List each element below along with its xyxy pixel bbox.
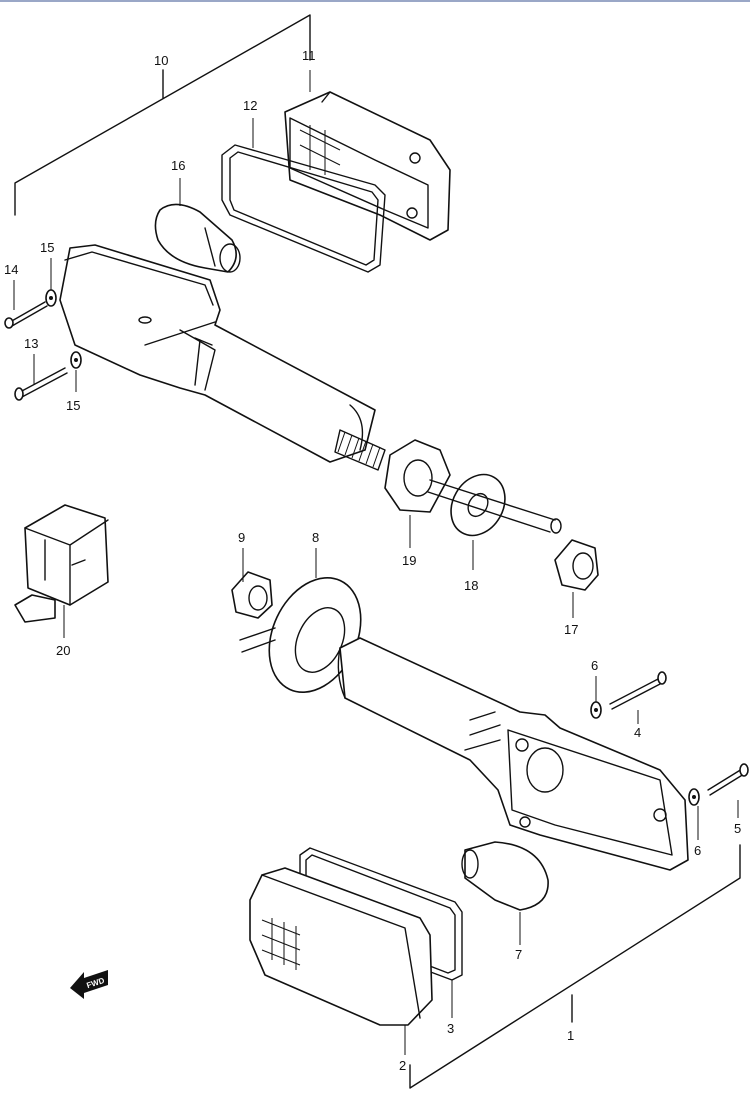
part-14-screw (4, 301, 48, 329)
bracket-group-1 (409, 844, 741, 1089)
callout-6-upper: 6 (591, 658, 598, 673)
window-top-border (0, 0, 750, 2)
callout-11: 11 (302, 48, 316, 63)
callout-15-upper: 15 (40, 240, 54, 255)
upper-signal-body (59, 244, 386, 471)
callout-10: 10 (154, 53, 168, 68)
callout-12: 12 (243, 98, 257, 113)
part-12-gasket (221, 144, 386, 273)
part-7-bulb (461, 841, 549, 911)
callout-16: 16 (171, 158, 185, 173)
callout-2: 2 (399, 1058, 406, 1073)
part-19-nut (384, 439, 451, 513)
part-6-washer-lower (688, 788, 700, 806)
fwd-arrow-badge: FWD (70, 970, 108, 999)
callout-20: 20 (56, 643, 70, 658)
part-20-relay (14, 504, 109, 623)
part-4-screw (609, 671, 667, 710)
callout-3: 3 (447, 1021, 454, 1036)
callout-17: 17 (564, 622, 578, 637)
part-18-washer (427, 473, 562, 537)
part-6-washer-upper (590, 701, 602, 719)
part-17-flange-nut (554, 539, 599, 591)
callout-7: 7 (515, 947, 522, 962)
callout-4: 4 (634, 725, 641, 740)
part-9-flange-nut (231, 571, 273, 619)
callout-1: 1 (567, 1028, 574, 1043)
leader-lines (13, 70, 739, 1055)
callout-13: 13 (24, 336, 38, 351)
callout-15-lower: 15 (66, 398, 80, 413)
callout-8: 8 (312, 530, 319, 545)
part-16-bulb (154, 203, 241, 273)
lower-signal-body (337, 637, 689, 871)
callout-14: 14 (4, 262, 18, 277)
callout-9: 9 (238, 530, 245, 545)
callout-18: 18 (464, 578, 478, 593)
part-15-washer-lower (70, 351, 82, 369)
part-2-lens (249, 867, 433, 1026)
part-5-screw (707, 763, 749, 796)
part-13-screw (14, 367, 68, 401)
bracket-group-10 (14, 14, 311, 216)
callout-labels: 10 11 12 16 15 14 13 15 19 18 17 9 8 20 … (4, 48, 741, 1073)
callout-6-lower: 6 (694, 843, 701, 858)
callout-5: 5 (734, 821, 741, 836)
callout-19: 19 (402, 553, 416, 568)
part-15-washer-upper (45, 289, 57, 307)
